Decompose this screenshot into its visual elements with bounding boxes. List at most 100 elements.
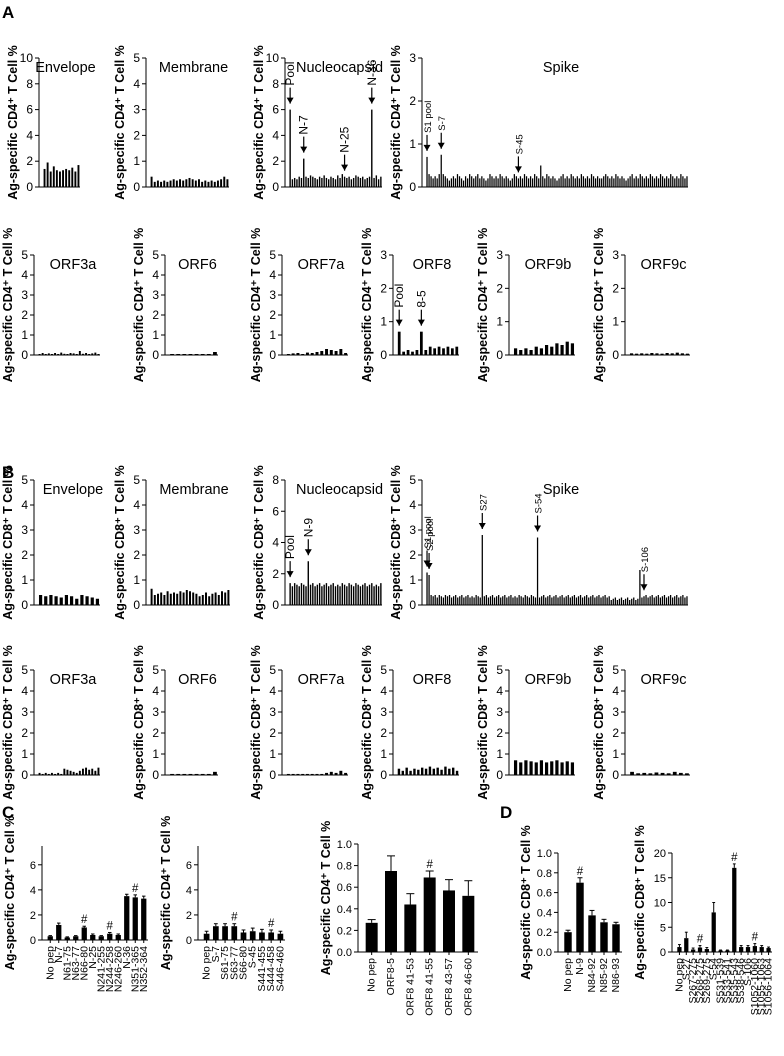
bar <box>404 904 417 952</box>
annotation-label: S2 pool <box>425 519 436 551</box>
bar <box>337 584 339 605</box>
bar <box>375 584 378 605</box>
y-axis-label: Ag-specific CD4⁺ T Cell % <box>3 816 17 971</box>
bar <box>674 178 676 187</box>
bar <box>560 762 564 775</box>
bar <box>307 561 309 605</box>
bar <box>226 179 229 187</box>
y-tick-label: 1.0 <box>337 839 352 851</box>
bar <box>375 175 378 187</box>
bar <box>38 595 43 605</box>
bar <box>598 595 600 605</box>
bar <box>436 178 438 187</box>
y-tick-label: 0.4 <box>337 904 352 916</box>
bar <box>564 932 572 952</box>
bar <box>520 596 522 605</box>
bar <box>413 768 416 775</box>
annotation-arrowhead <box>300 146 308 153</box>
bar <box>337 175 339 187</box>
y-tick-label: 2 <box>612 281 619 295</box>
y-tick-label: 2 <box>409 548 416 562</box>
significance-mark: # <box>426 859 433 871</box>
bar <box>674 596 676 605</box>
bar <box>78 770 81 775</box>
bar <box>483 596 485 605</box>
bar <box>661 596 664 605</box>
category-label: S444-458 <box>265 946 277 992</box>
bar <box>623 178 625 187</box>
bar <box>405 767 408 775</box>
bar <box>551 597 553 605</box>
y-tick-label: 5 <box>269 248 276 262</box>
bar <box>576 176 578 187</box>
bar <box>544 762 549 775</box>
bar <box>485 180 487 187</box>
bar <box>556 180 558 187</box>
bar <box>513 760 518 775</box>
annotation-label: 8-5 <box>414 290 428 308</box>
bar <box>75 772 78 775</box>
bar <box>619 178 621 187</box>
bar <box>434 176 436 187</box>
bar <box>341 174 344 187</box>
y-tick-label: 2 <box>496 281 503 295</box>
bar <box>581 597 584 605</box>
bar <box>647 597 649 605</box>
bar <box>529 350 533 355</box>
bar <box>49 595 53 605</box>
y-tick-label: 1 <box>380 315 387 329</box>
bar <box>443 890 455 952</box>
bar <box>524 595 526 605</box>
y-axis-label: Ag-specific CD4⁺ T Cell % <box>360 228 374 383</box>
bar <box>560 176 562 187</box>
bar <box>657 595 659 605</box>
y-tick-label: 3 <box>612 705 619 719</box>
annotation-arrowhead <box>423 144 431 151</box>
bar <box>300 177 303 187</box>
y-tick-label: 4 <box>152 268 159 282</box>
bar <box>320 773 324 775</box>
y-tick-label: 5 <box>660 922 666 934</box>
bar <box>635 176 637 187</box>
bar <box>169 180 172 187</box>
bar <box>80 595 84 605</box>
chart-title: Envelope <box>35 60 95 76</box>
bar <box>50 772 53 775</box>
bar <box>661 176 664 187</box>
bar <box>538 178 540 187</box>
bar <box>366 177 368 187</box>
y-tick-label: 2 <box>133 548 140 562</box>
bar <box>491 176 493 187</box>
bar <box>501 176 503 187</box>
bar <box>75 598 79 605</box>
bar <box>691 949 696 952</box>
bar <box>314 586 316 605</box>
y-tick-label: 5 <box>612 663 619 677</box>
bar <box>530 595 533 605</box>
y-tick-label: 2 <box>21 308 28 322</box>
bar <box>540 165 542 187</box>
bar <box>38 354 41 355</box>
bar <box>170 354 174 355</box>
bar <box>605 174 607 187</box>
y-tick-label: 1 <box>612 315 619 329</box>
bar <box>574 178 576 187</box>
y-tick-label: 5 <box>269 663 276 677</box>
y-tick-label: 10 <box>654 898 666 910</box>
bar <box>213 352 217 355</box>
bar <box>350 584 353 605</box>
bar <box>438 595 440 605</box>
y-tick-label: 5 <box>152 248 159 262</box>
category-label: N244-258 <box>104 946 116 992</box>
bar <box>60 773 63 775</box>
bar <box>176 773 181 775</box>
bar <box>366 586 368 605</box>
bar <box>194 354 199 355</box>
bar <box>169 593 172 605</box>
bar <box>583 596 586 605</box>
significance-mark: # <box>132 883 139 895</box>
